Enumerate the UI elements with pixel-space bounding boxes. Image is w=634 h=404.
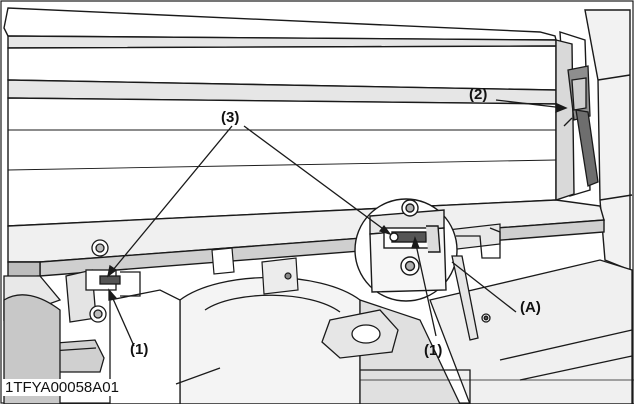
- leader-lines: [107, 99, 568, 385]
- latch-hook: [563, 65, 599, 187]
- detail-circle: [354, 198, 458, 302]
- callout-A: (A): [520, 299, 541, 316]
- left-hinge: [65, 239, 141, 323]
- bed-side-wall: [3, 7, 575, 227]
- callout-3: (3): [221, 109, 240, 126]
- callout-1-left: (1): [130, 341, 149, 358]
- latch-arm: [451, 227, 501, 341]
- callout-1-right: (1): [424, 342, 443, 359]
- chassis: [3, 259, 634, 404]
- figure-code: 1TFYA00058A01: [3, 379, 121, 396]
- callout-2: (2): [469, 86, 488, 103]
